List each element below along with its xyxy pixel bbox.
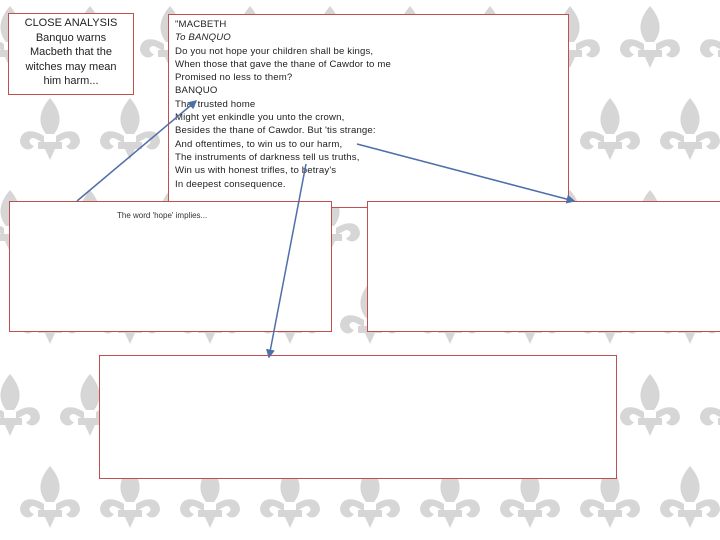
hope-analysis-box[interactable] bbox=[9, 201, 332, 332]
quote-line: In deepest consequence. bbox=[175, 178, 286, 190]
fleur-de-lis-icon bbox=[20, 466, 80, 528]
quote-line: Might yet enkindle you unto the crown, bbox=[175, 112, 345, 124]
fleur-de-lis-icon bbox=[580, 98, 640, 160]
fleur-de-lis-icon bbox=[660, 466, 720, 528]
title-line: him harm... bbox=[43, 75, 99, 87]
hope-prompt-text: The word 'hope' implies... bbox=[117, 211, 208, 220]
quote-line: Win us with honest trifles, to betray's bbox=[175, 165, 337, 177]
quote-line: Do you not hope your children shall be k… bbox=[175, 45, 374, 57]
quote-line: To BANQUO bbox=[175, 32, 231, 44]
fleur-de-lis-icon bbox=[700, 374, 720, 436]
quote-line: "MACBETH bbox=[175, 19, 227, 30]
quote-line: Promised no less to them? bbox=[175, 72, 293, 84]
fleur-de-lis-icon bbox=[620, 374, 680, 436]
quote-line: Besides the thane of Cawdor. But 'tis st… bbox=[175, 125, 376, 137]
title-line: Banquo warns bbox=[35, 31, 107, 44]
fleur-de-lis-icon bbox=[660, 98, 720, 160]
fleur-de-lis-icon bbox=[620, 6, 680, 68]
quote-box: "MACBETH To BANQUO Do you not hope your … bbox=[168, 14, 569, 208]
fleur-de-lis-icon bbox=[100, 98, 160, 160]
right-analysis-box[interactable] bbox=[367, 201, 720, 332]
bottom-analysis-box[interactable] bbox=[99, 355, 617, 479]
fleur-de-lis-icon bbox=[20, 98, 80, 160]
quote-line: When those that gave the thane of Cawdor… bbox=[175, 58, 391, 70]
close-analysis-box: CLOSE ANALYSIS Banquo warns Macbeth that… bbox=[8, 13, 134, 95]
title-line: Macbeth that the bbox=[30, 46, 112, 58]
quote-line: BANQUO bbox=[175, 85, 218, 97]
title-line: witches may mean bbox=[25, 60, 117, 73]
close-analysis-heading: CLOSE ANALYSIS bbox=[24, 17, 118, 29]
fleur-de-lis-icon bbox=[700, 6, 720, 68]
quote-line: The instruments of darkness tell us trut… bbox=[175, 151, 360, 163]
quote-line: And oftentimes, to win us to our harm, bbox=[175, 138, 343, 150]
quote-line: That trusted home bbox=[175, 98, 256, 110]
fleur-de-lis-icon bbox=[0, 374, 40, 436]
